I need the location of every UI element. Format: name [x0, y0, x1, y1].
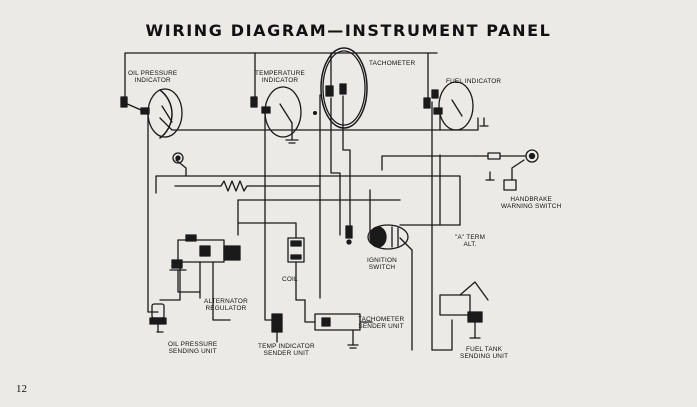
oil-pressure-gauge	[120, 88, 183, 139]
temperature-gauge	[250, 86, 302, 144]
temp-sender-symbol	[271, 313, 283, 343]
ground-symbols	[156, 117, 489, 333]
indicator-lamp	[172, 152, 184, 164]
coil-symbol	[287, 237, 305, 263]
ignition-switch-symbol	[345, 224, 409, 250]
diagram-title: WIRING DIAGRAM—INSTRUMENT PANEL	[145, 21, 552, 40]
label-fuel-indicator: FUEL INDICATOR	[446, 78, 502, 85]
label-tachometer: TACHOMETER	[369, 60, 416, 67]
tachometer-gauge	[312, 47, 368, 129]
fuel-gauge	[423, 81, 474, 131]
tachometer-sender-symbol	[314, 313, 361, 331]
regulator-symbol	[169, 234, 241, 293]
resistor-symbol	[220, 180, 251, 192]
handbrake-switch	[485, 149, 539, 191]
wires	[124, 52, 527, 351]
fuel-tank-sender-symbol	[439, 281, 489, 339]
oil-sending-unit-symbol	[149, 303, 167, 333]
label-coil: COIL	[282, 276, 298, 283]
page-number: 12	[16, 383, 27, 395]
